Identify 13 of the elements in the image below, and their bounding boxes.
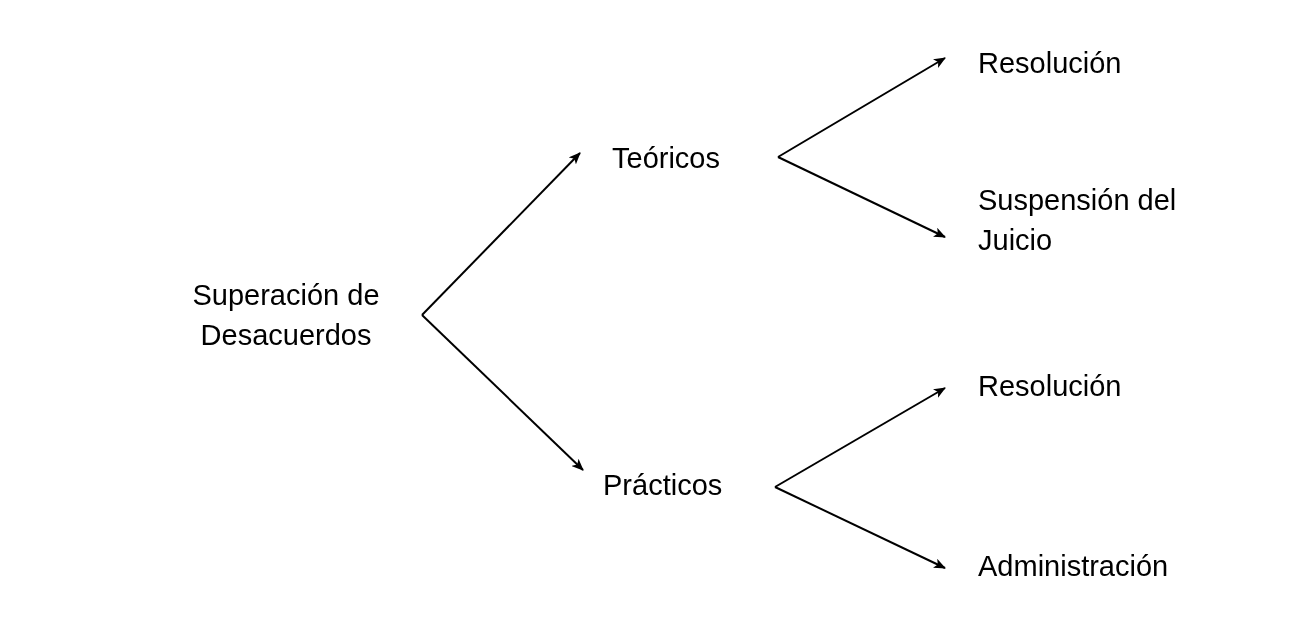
node-label: Resolución xyxy=(978,368,1122,404)
node-label: Suspensión del Juicio xyxy=(978,183,1178,258)
arrow xyxy=(777,156,946,238)
node-label: Superación de Desacuerdos xyxy=(191,278,381,353)
node-label: Resolución xyxy=(978,45,1122,81)
arrow xyxy=(777,57,946,158)
node-label: Prácticos xyxy=(603,467,723,503)
node-label: Teóricos xyxy=(612,140,720,176)
arrow xyxy=(421,314,584,471)
arrow xyxy=(774,486,946,569)
arrow xyxy=(421,152,581,316)
node-label: Administración xyxy=(978,548,1169,584)
arrow xyxy=(774,387,946,488)
